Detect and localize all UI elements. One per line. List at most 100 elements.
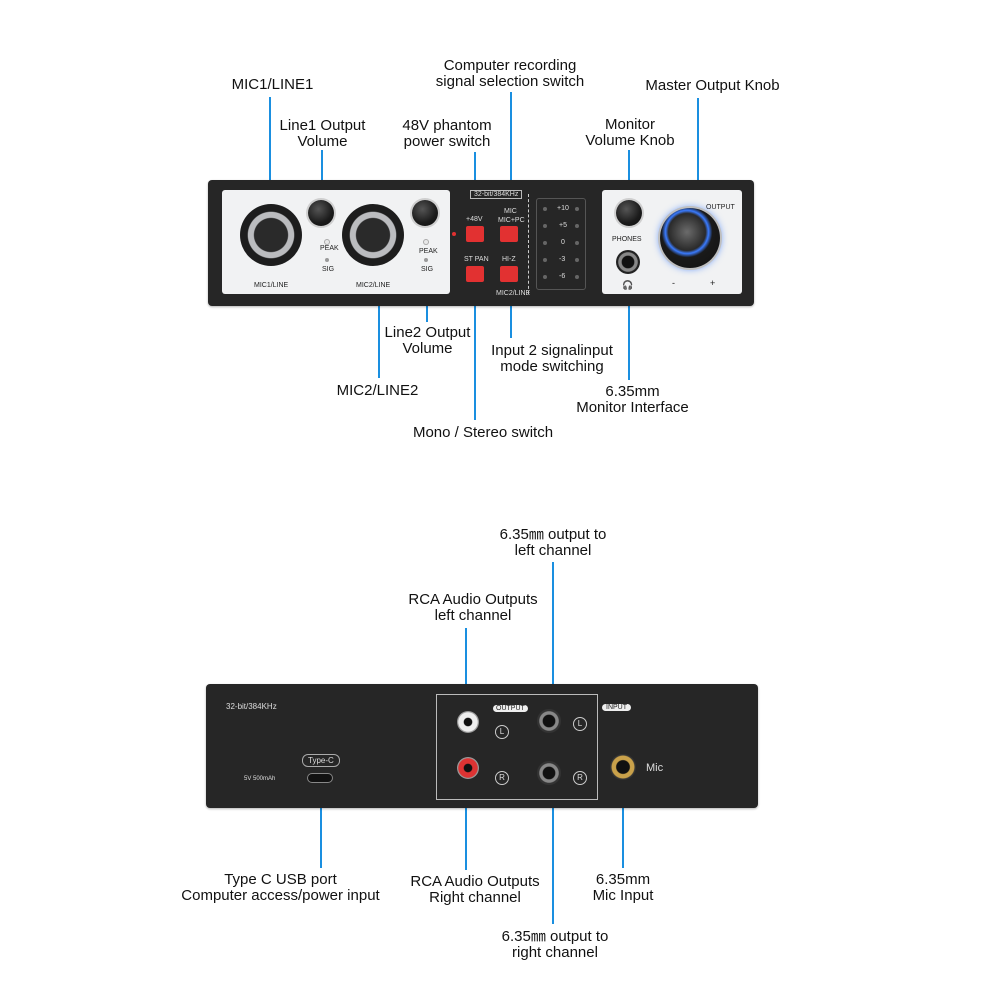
leader-rca-left [465, 628, 467, 716]
trs-left-jack[interactable] [537, 709, 561, 733]
output-minus: - [672, 278, 675, 288]
meter-plus5: +5 [559, 222, 567, 229]
trs-right-jack[interactable] [537, 761, 561, 785]
front-input-panel: MIC1/LINE PEAK SIG MIC2/LINE PEAK SIG [222, 190, 450, 294]
rca-l-marker: L [495, 725, 509, 739]
line2-volume-knob[interactable] [412, 200, 438, 226]
meter-led [575, 275, 579, 279]
label-mic2-line2: MIC2/LINE2 [336, 382, 419, 399]
mic-pc-button[interactable] [500, 226, 518, 242]
meter-divider [528, 194, 529, 294]
label-mic-btn: MIC [504, 208, 517, 215]
monitor-volume-knob[interactable] [616, 200, 642, 226]
peak-led-1 [325, 240, 329, 244]
meter-led [543, 241, 547, 245]
mic-input-jack[interactable] [610, 754, 636, 780]
master-output-knob[interactable] [660, 208, 720, 268]
meter-zero: 0 [561, 239, 565, 246]
leader-right-635 [552, 768, 554, 924]
back-spec-label: 32-bit/384KHz [226, 702, 277, 711]
mic2-combo-jack[interactable] [342, 204, 404, 266]
sig-led-1 [325, 258, 329, 262]
48v-button[interactable] [466, 226, 484, 242]
meter-led [575, 224, 579, 228]
mic-label: Mic [646, 762, 664, 774]
leader-left-635 [552, 562, 554, 714]
meter-plus10: +10 [557, 205, 569, 212]
rca-left-jack[interactable] [457, 711, 479, 733]
output-plus: + [710, 278, 716, 288]
rca-r-marker: R [495, 771, 509, 785]
output-tag: OUTPUT [493, 705, 528, 712]
type-c-tag: Type-C [302, 754, 340, 767]
front-device: MIC1/LINE PEAK SIG MIC2/LINE PEAK SIG 32… [208, 180, 754, 306]
hiz-button[interactable] [500, 266, 518, 282]
trs-r-marker: R [573, 771, 587, 785]
level-meter: +10 +5 0 -3 -6 [536, 198, 586, 290]
peak-label-1: PEAK [320, 245, 339, 252]
headphone-icon: 🎧 [622, 280, 634, 290]
label-master-output: Master Output Knob [645, 77, 780, 94]
leader-rca-right [465, 768, 467, 870]
phantom-indicator [452, 232, 456, 236]
meter-led [543, 258, 547, 262]
sig-label-1: SIG [322, 266, 335, 273]
headphone-jack[interactable] [616, 250, 640, 274]
mic1-jack-label: MIC1/LINE [254, 282, 289, 289]
meter-minus3: -3 [559, 256, 566, 263]
output-section: OUTPUT L R L R [436, 694, 598, 800]
back-device: 32-bit/384KHz Type-C 5V 500mAh OUTPUT L … [206, 684, 758, 808]
label-mic-pc-btn: MIC+PC [498, 217, 525, 224]
sig-led-2 [424, 258, 428, 262]
leader-mic1 [269, 97, 271, 237]
output-label: OUTPUT [706, 204, 735, 211]
label-st-pan-btn: ST PAN [464, 256, 489, 263]
leader-computer-rec [510, 92, 512, 226]
label-48v-btn: +48V [466, 216, 483, 223]
st-pan-button[interactable] [466, 266, 484, 282]
rca-right-jack[interactable] [457, 757, 479, 779]
label-mono-stereo: Mono / Stereo switch [412, 424, 554, 441]
meter-led [543, 275, 547, 279]
label-mic1-line1: MIC1/LINE1 [231, 76, 314, 93]
meter-led [575, 207, 579, 211]
leader-monitor-iface [628, 268, 630, 380]
meter-led [575, 241, 579, 245]
input-tag: INPUT [602, 704, 631, 711]
leader-mic-input [622, 768, 624, 868]
peak-led-2 [424, 240, 428, 244]
mic1-combo-jack[interactable] [240, 204, 302, 266]
leader-mono-stereo [474, 270, 476, 420]
power-spec: 5V 500mAh [244, 776, 276, 782]
meter-minus6: -6 [559, 273, 566, 280]
meter-led [575, 258, 579, 262]
phones-label: PHONES [612, 236, 642, 243]
peak-label-2: PEAK [419, 248, 438, 255]
leader-mic2 [378, 240, 380, 378]
mic2-jack-label: MIC2/LINE [356, 282, 391, 289]
meter-led [543, 207, 547, 211]
meter-led [543, 224, 547, 228]
front-spec-badge: 32-bit/384KHz [470, 190, 523, 199]
usb-c-port[interactable] [308, 774, 332, 782]
label-hiz-btn: HI-Z [502, 256, 516, 263]
sig-label-2: SIG [421, 266, 434, 273]
leader-type-c [320, 780, 322, 868]
trs-l-marker: L [573, 717, 587, 731]
front-output-panel: PHONES 🎧 OUTPUT - + [602, 190, 742, 294]
label-mic2-line-small: MIC2/LINE [496, 290, 531, 297]
line1-volume-knob[interactable] [308, 200, 334, 226]
